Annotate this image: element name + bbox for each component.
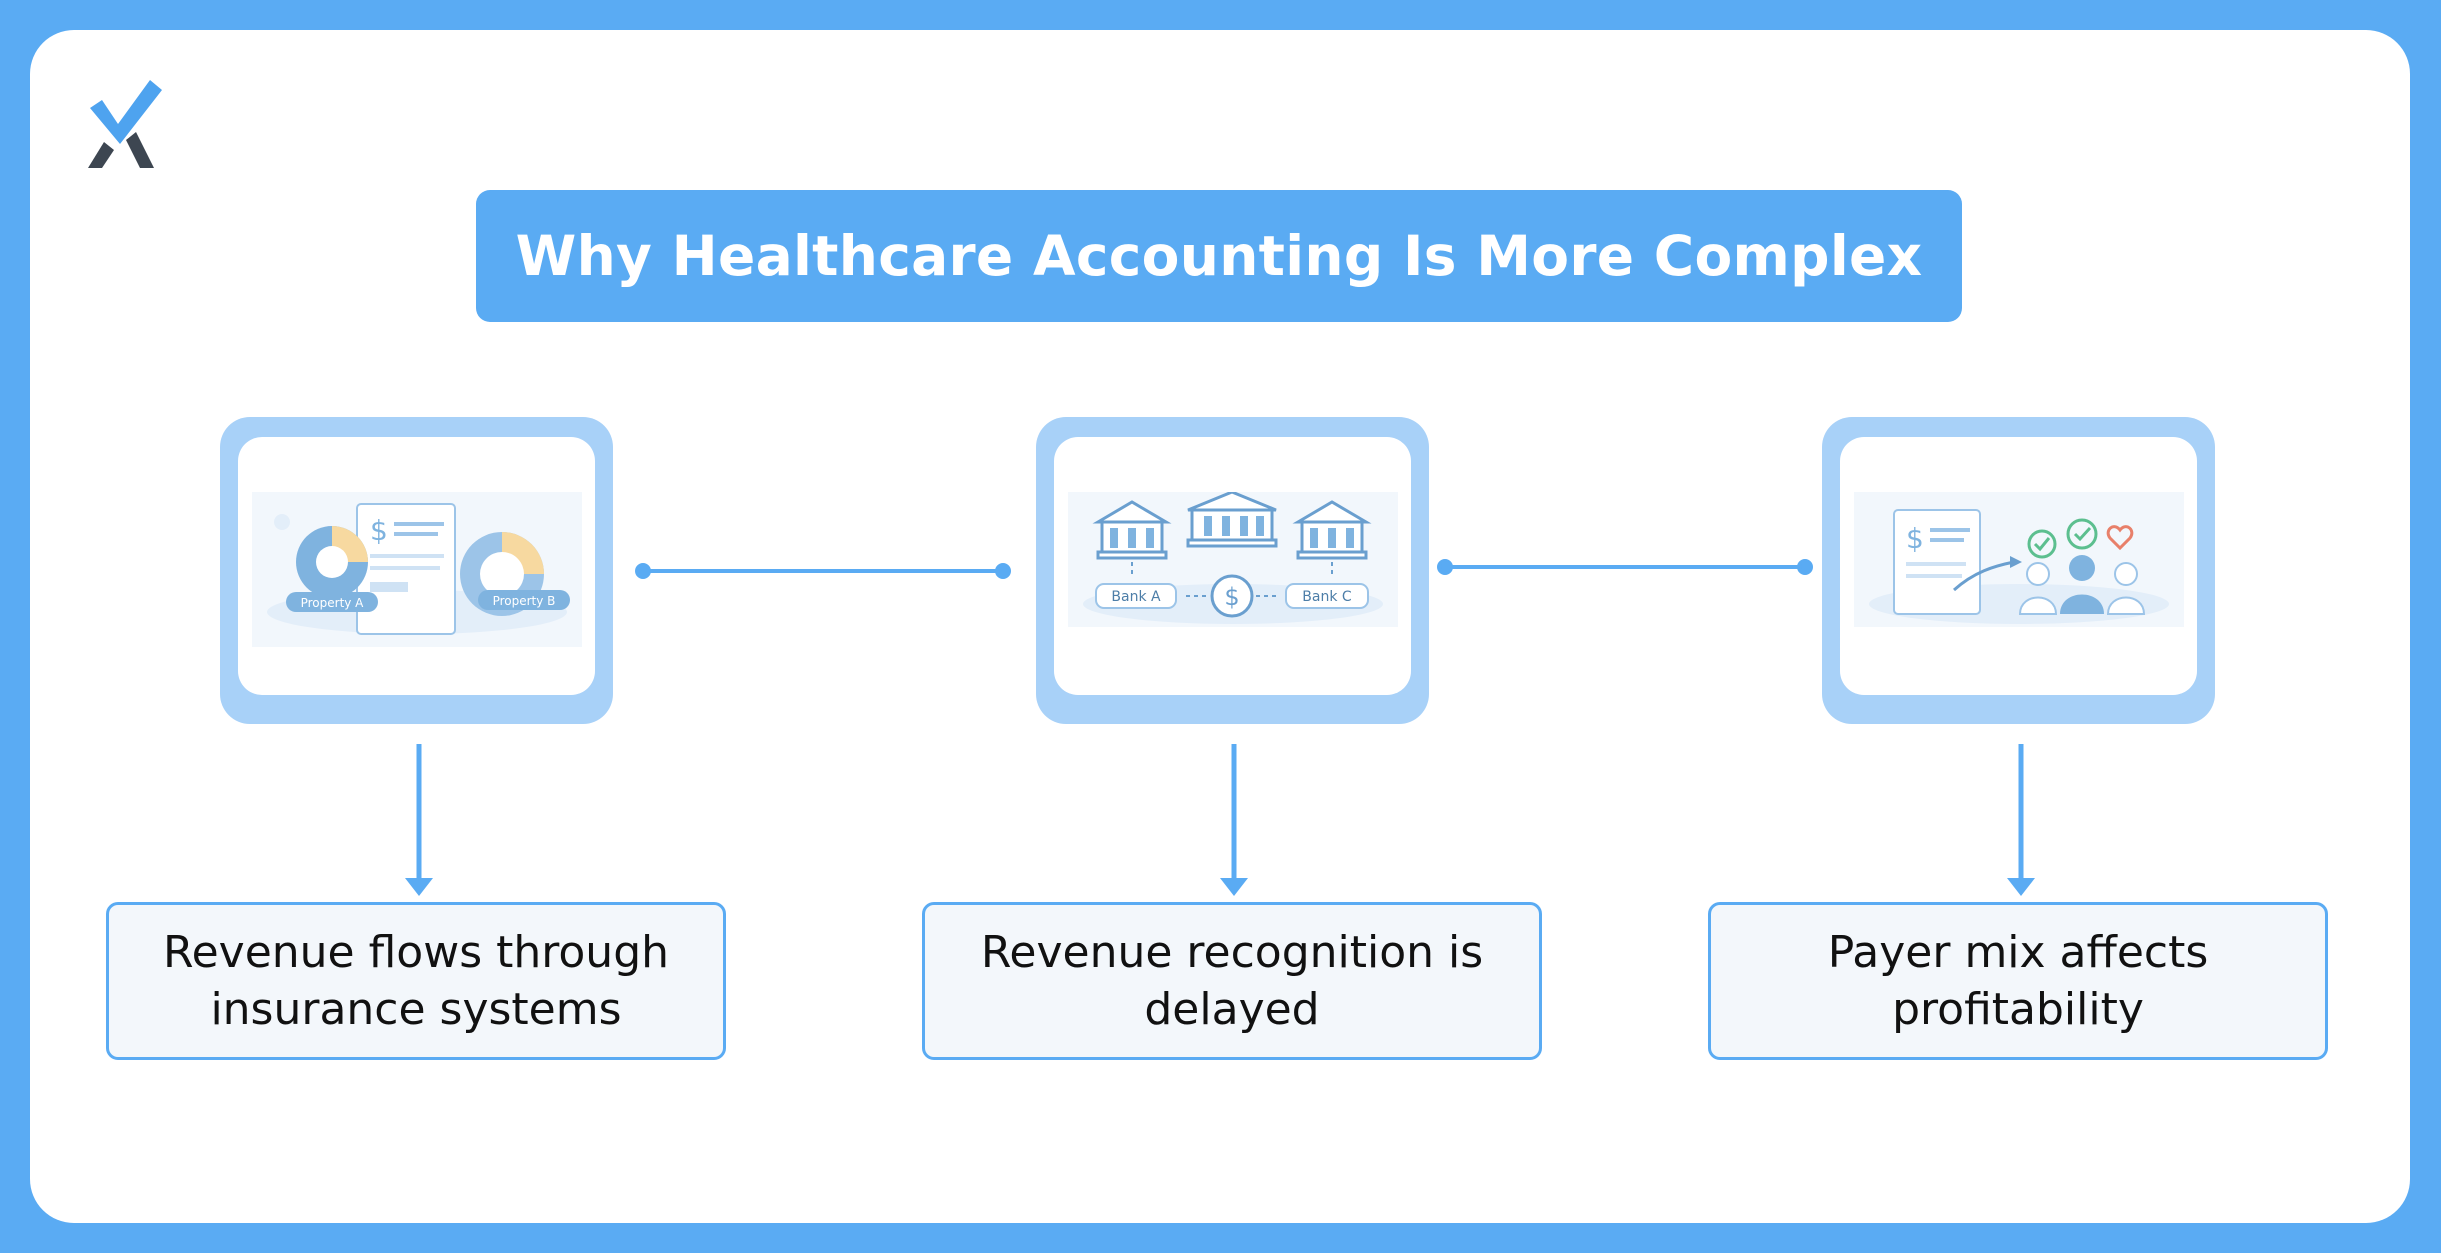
step-card-image-2: Bank A $ Bank C [1054,437,1411,695]
step-card-2: Bank A $ Bank C [1036,417,1429,724]
connector-lines [405,559,2035,896]
step-label-1: Revenue flows through insurance systems [106,902,726,1060]
diagram-canvas: Why Healthcare Accounting Is More Comple… [30,30,2410,1223]
connector-dot [1437,559,1453,575]
svg-text:$: $ [1224,583,1239,611]
step-label-2: Revenue recognition is delayed [922,902,1542,1060]
step-card-image-3: $ [1840,437,2197,695]
svg-text:$: $ [370,514,388,547]
tag-property-a: Property A [301,596,365,610]
step-label-3: Payer mix affects profitability [1708,902,2328,1060]
arrow-head-icon [1220,878,1248,896]
connector-dot [635,563,651,579]
step-label-text-3: Payer mix affects profitability [1827,927,2209,1035]
step-card-image-1: $ Property A Property B [238,437,595,695]
connector-dot [1797,559,1813,575]
arrow-head-icon [405,878,433,896]
arrow-head-icon [2007,878,2035,896]
tag-property-b: Property B [493,594,556,608]
step-label-text-1: Revenue flows through insurance systems [162,927,670,1035]
dual-property-charts-icon: $ Property A Property B [252,492,582,647]
tag-bank-a: Bank A [1111,589,1161,605]
connector-dot [995,563,1011,579]
three-banks-icon: Bank A $ Bank C [1068,492,1398,627]
step-label-text-2: Revenue recognition is delayed [980,927,1484,1035]
diagram-title: Why Healthcare Accounting Is More Comple… [515,224,1923,288]
payer-mix-icon: $ [1854,492,2184,627]
title-banner: Why Healthcare Accounting Is More Comple… [476,190,1962,322]
step-card-3: $ [1822,417,2215,724]
step-card-1: $ Property A Property B [220,417,613,724]
tag-bank-c: Bank C [1302,589,1352,605]
svg-text:$: $ [1906,522,1924,555]
checkmark-x-logo-icon [88,80,162,168]
